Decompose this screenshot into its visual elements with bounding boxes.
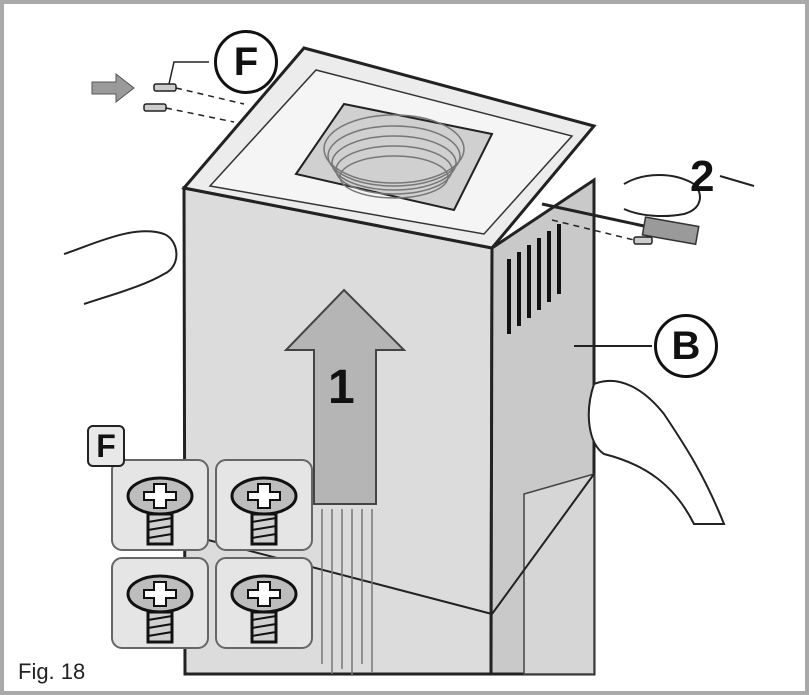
screw-icon	[126, 476, 194, 546]
screw-icon	[230, 574, 298, 644]
installation-illustration	[63, 46, 755, 676]
lift-arrow	[283, 288, 407, 505]
duct-rings	[323, 114, 465, 199]
hand-left	[63, 230, 178, 305]
screw-icon	[126, 574, 194, 644]
vent-slots	[507, 224, 561, 334]
motion-lines	[321, 509, 373, 676]
callout-f-top: F	[214, 30, 278, 94]
screw-icon	[230, 476, 298, 546]
screw-icons	[126, 476, 298, 644]
callout-f-screw-grid: F	[87, 425, 125, 467]
lower-chimney-section	[523, 473, 595, 675]
step-1-label: 1	[328, 361, 355, 414]
hand-right-lower	[587, 379, 726, 525]
lower-section-edge-2	[491, 473, 595, 615]
top-screws	[143, 61, 245, 123]
hand-right-top	[623, 174, 701, 218]
step-2-label: 2	[690, 152, 715, 201]
figure-caption: Fig. 18	[18, 659, 86, 684]
push-arrow	[91, 72, 135, 104]
screwdriver	[541, 175, 755, 246]
callout-b: B	[654, 314, 718, 378]
